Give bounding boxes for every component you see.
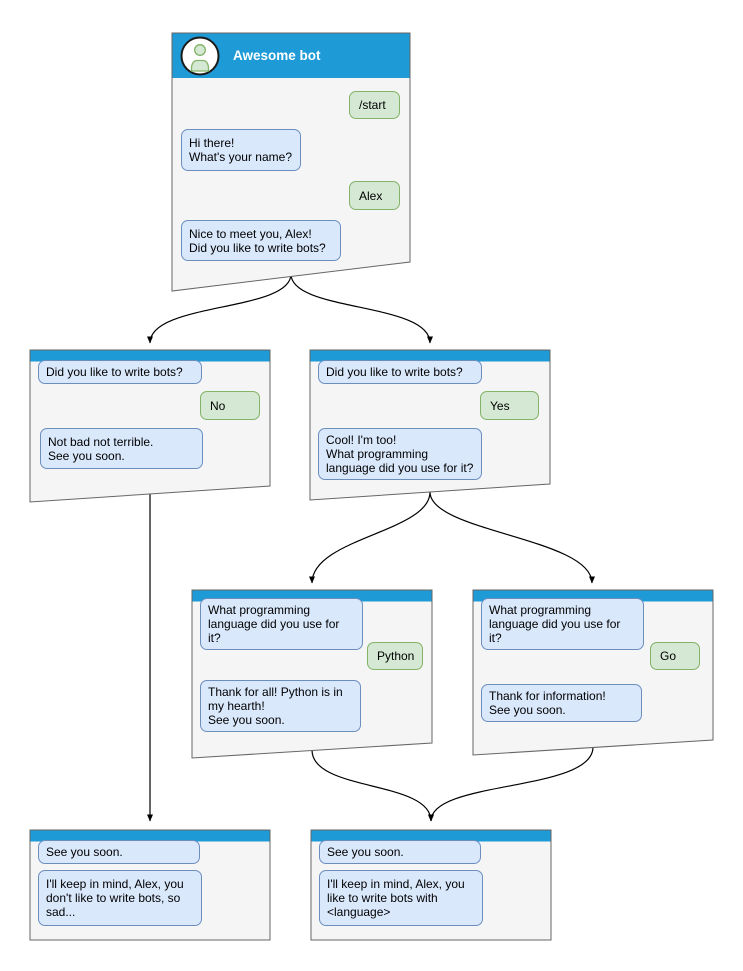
bot-title: Awesome bot — [233, 48, 321, 63]
card-no-header-bar — [30, 350, 270, 362]
card-python-header-bar — [192, 590, 432, 602]
message-start: /start — [349, 91, 400, 119]
no-card-question: Did you like to write bots? — [38, 360, 202, 384]
end-yes-card-reply: I'll keep in mind, Alex, you like to wri… — [319, 870, 483, 926]
go-card-question: What programming language did you use fo… — [481, 598, 644, 650]
message-ask-bots: Nice to meet you, Alex! Did you like to … — [181, 220, 341, 261]
connector-python-to-end — [311, 749, 434, 822]
connector-start-to-yes — [290, 273, 433, 344]
card-end-no-header-bar — [30, 830, 270, 842]
no-card-answer: No — [200, 391, 260, 420]
python-card-answer: Python — [367, 642, 423, 670]
user-icon — [190, 44, 210, 72]
avatar — [180, 36, 220, 76]
yes-card-answer: Yes — [480, 391, 539, 420]
connector-yes-to-python — [309, 491, 431, 584]
card-go-header-bar — [473, 590, 713, 602]
yes-card-question: Did you like to write bots? — [318, 360, 482, 384]
python-card-reply: Thank for all! Python is in my hearth! S… — [200, 680, 361, 732]
yes-card-reply: Cool! I'm too! What programming language… — [318, 428, 482, 480]
end-yes-card-question: See you soon. — [319, 840, 481, 864]
go-card-answer: Go — [650, 642, 700, 670]
connector-start-to-no — [147, 273, 292, 344]
card-end-yes-header-bar — [311, 830, 551, 842]
connector-go-to-end — [428, 746, 594, 822]
message-ask-name: Hi there! What's your name? — [181, 129, 301, 171]
no-card-reply: Not bad not terrible. See you soon. — [40, 428, 203, 469]
end-no-card-question: See you soon. — [38, 840, 200, 864]
go-card-reply: Thank for information! See you soon. — [481, 684, 642, 722]
end-no-card-reply: I'll keep in mind, Alex, you don't like … — [38, 870, 202, 926]
python-card-question: What programming language did you use fo… — [200, 598, 363, 650]
message-name: Alex — [349, 181, 400, 210]
card-yes-header-bar — [310, 350, 550, 362]
connector-yes-to-go — [429, 491, 595, 584]
